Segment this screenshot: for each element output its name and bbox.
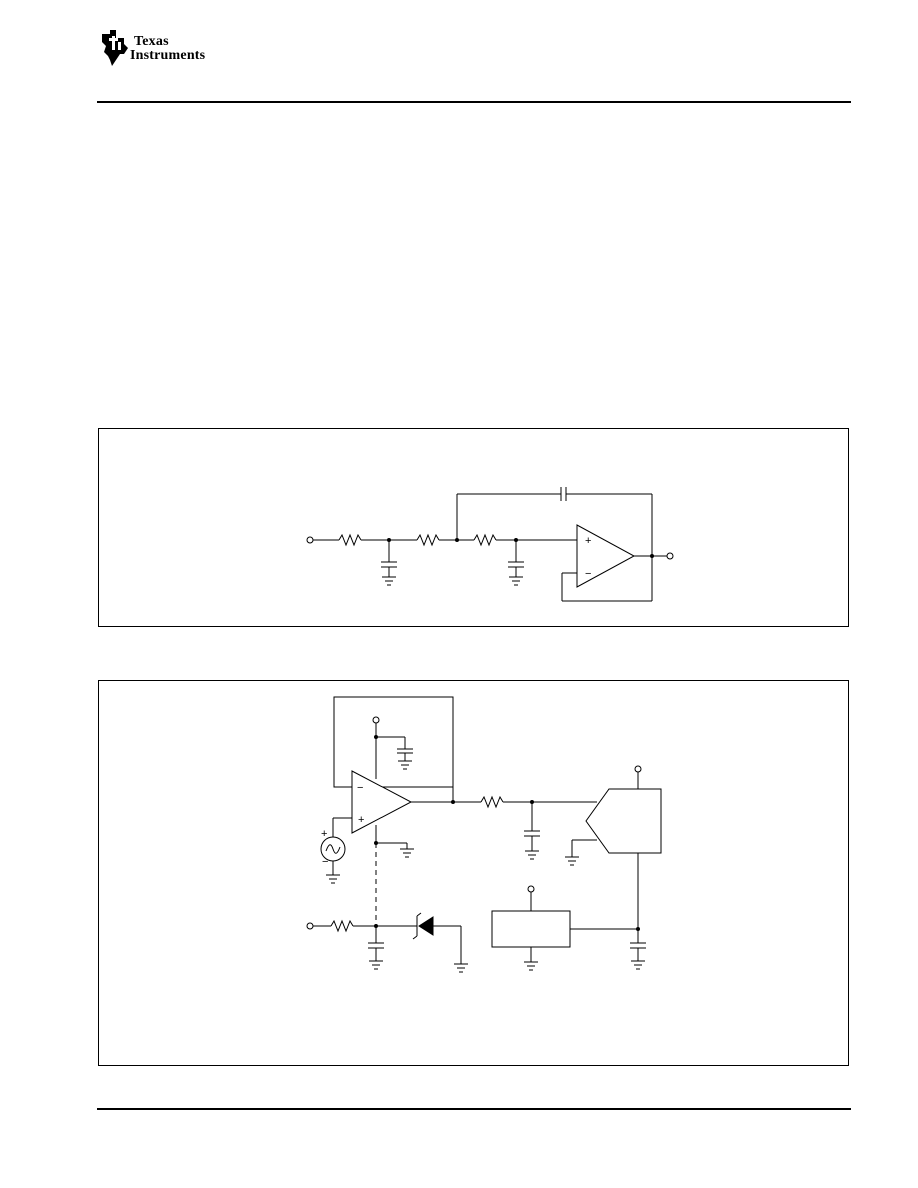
opamp-plus-pin: + [358, 814, 364, 826]
filter-schematic: + − [306, 487, 674, 602]
company-logo: Texas Instruments [100, 28, 216, 70]
supply-terminal-icon [372, 716, 380, 724]
logo-line-2: Instruments [130, 48, 206, 63]
comparator-block-icon [585, 788, 662, 854]
driver-schematic: − + + − [306, 696, 662, 973]
resistor-icon [480, 795, 504, 809]
resistor-icon [416, 533, 440, 547]
ti-logo-icon [102, 30, 128, 66]
source-minus-label: − [322, 856, 328, 868]
resistor-icon [338, 533, 362, 547]
op-amp-icon [576, 524, 636, 588]
op-amp-icon [351, 770, 413, 834]
input-terminal-icon [306, 922, 314, 930]
resistor-icon [473, 533, 497, 547]
opamp-minus-pin: − [357, 782, 363, 794]
logo-wordmark: Texas Instruments [130, 35, 205, 63]
opamp-plus-pin: + [585, 535, 591, 547]
regulator-block-icon [491, 910, 571, 948]
zener-diode-icon [412, 912, 422, 940]
logo-line-1: Texas [134, 34, 169, 49]
output-terminal-icon [666, 552, 674, 560]
figure-filter-schematic: + − [98, 428, 849, 627]
source-plus-label: + [321, 828, 327, 840]
figure-driver-schematic: − + + − [98, 680, 849, 1066]
resistor-icon [330, 919, 354, 933]
opamp-minus-pin: − [585, 568, 591, 580]
input-terminal-icon [306, 536, 314, 544]
supply-terminal-icon [527, 885, 535, 893]
footer-rule [97, 1108, 851, 1110]
header-rule [97, 101, 851, 103]
supply-terminal-icon [634, 765, 642, 773]
